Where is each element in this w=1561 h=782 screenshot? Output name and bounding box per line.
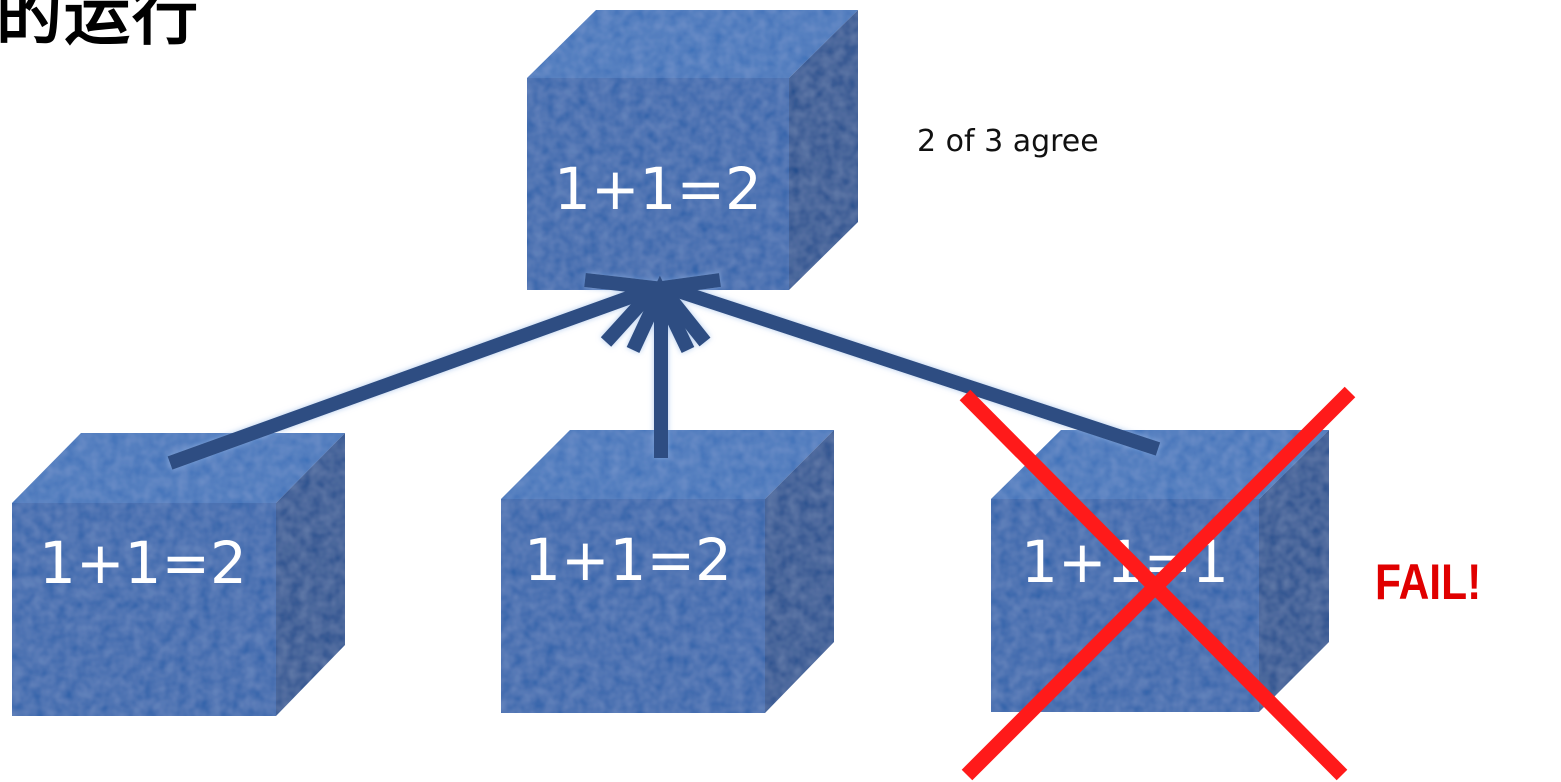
middle-box-top-face: [501, 430, 834, 499]
arrowhead-right-icon: [648, 273, 721, 347]
middle-box-side-face: [765, 430, 834, 713]
top-box: [527, 10, 858, 290]
middle-box-label: 1+1=2: [524, 526, 732, 594]
fail-label: FAIL!: [1375, 554, 1482, 610]
right-box-side-face: [1259, 430, 1329, 712]
left-box-front-face: [12, 503, 276, 716]
left-box-top-face: [12, 433, 345, 503]
top-box-label: 1+1=2: [554, 155, 762, 223]
arrows: [167, 273, 1161, 470]
middle-box: [501, 430, 834, 713]
left-box-label: 1+1=2: [39, 529, 247, 597]
fail-cross-icon: [959, 386, 1356, 781]
arrow-left-shaft: [167, 283, 653, 470]
left-box: [12, 433, 345, 716]
arrow-right-shaft: [672, 283, 1161, 456]
slide-title: 的运行: [0, 0, 200, 54]
top-box-side-face: [789, 10, 858, 290]
middle-box-front-face: [501, 499, 765, 713]
right-box-top-face: [991, 430, 1329, 499]
top-box-front-face: [527, 78, 789, 290]
top-box-top-face: [527, 10, 858, 78]
agreement-annotation: 2 of 3 agree: [917, 124, 1099, 159]
left-box-side-face: [276, 433, 345, 716]
